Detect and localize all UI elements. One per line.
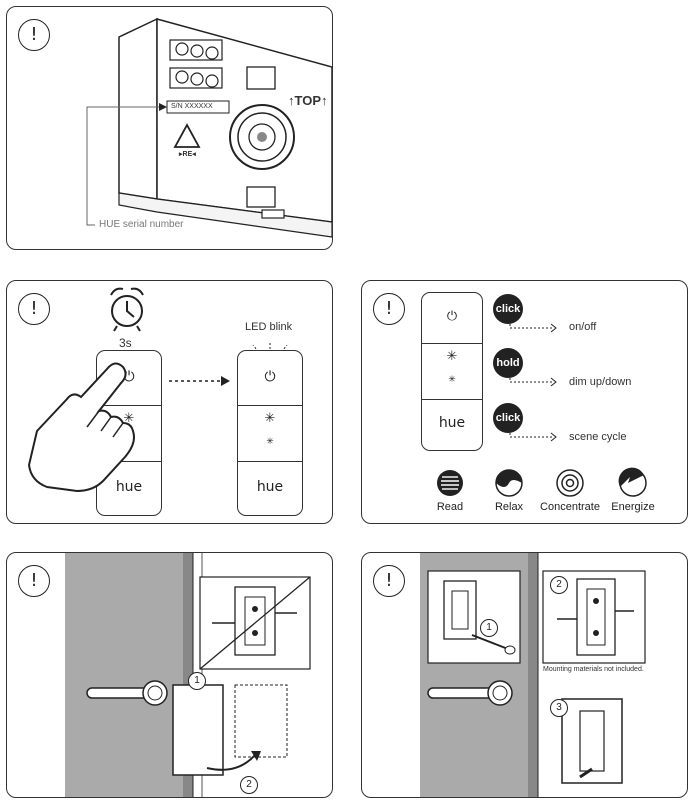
relax-icon — [495, 469, 523, 497]
mode-concentrate-label: Concentrate — [540, 501, 600, 513]
alarm-clock-icon — [110, 287, 144, 332]
wall-mount-illustration — [420, 553, 646, 797]
hue-button[interactable]: hue — [256, 479, 284, 495]
panel-reset: ! 3s LED blink ⏻ ✳ ✳ hue ⏻ — [6, 280, 333, 524]
panel-serial-number: ! S/N XXXXXX ↑TOP↑ ▸RE◂ HUE serial numbe… — [6, 6, 333, 250]
brighten-icon: ✳ — [123, 411, 135, 426]
hue-button[interactable]: hue — [438, 415, 466, 431]
remote-after: ⏻ ✳ ✳ hue — [237, 350, 303, 516]
serial-caption: HUE serial number — [99, 219, 184, 230]
serial-tag: S/N XXXXXX — [171, 103, 213, 110]
click-badge: click — [493, 403, 523, 433]
warning-icon: ! — [18, 293, 50, 325]
mode-read-label: Read — [436, 501, 464, 513]
panel-wall-placement: ! 1 2 — [6, 552, 333, 798]
energize-icon — [618, 467, 647, 497]
hold-badge: hold — [493, 348, 523, 378]
dim-icon: ✳ — [266, 437, 274, 447]
action-dim: dim up/down — [569, 376, 632, 388]
click-badge: click — [493, 294, 523, 324]
step-2-marker: 2 — [550, 576, 568, 594]
warning-icon: ! — [373, 293, 405, 325]
remote-guide: ⏻ ✳ ✳ hue — [421, 292, 483, 451]
action-scene-cycle: scene cycle — [569, 431, 627, 443]
dim-icon: ✳ — [448, 375, 456, 385]
power-button[interactable]: ⏻ — [422, 293, 482, 344]
bridge-illustration — [86, 17, 332, 238]
wall-placement-illustration — [65, 553, 311, 797]
timer-label: 3s — [119, 336, 132, 350]
step-2-marker: 2 — [240, 776, 258, 794]
power-button[interactable]: ⏻ — [97, 351, 161, 406]
step-1-marker: 1 — [480, 619, 498, 637]
concentrate-icon — [556, 469, 584, 497]
action-on-off: on/off — [569, 321, 597, 333]
panel-controls: ! ⏻ ✳ ✳ hue click on/off hold dim up/dow… — [361, 280, 688, 524]
read-icon — [437, 470, 463, 496]
warning-icon: ! — [18, 19, 50, 51]
recycle-marking: ▸RE◂ — [179, 151, 196, 158]
dimmer-button[interactable]: ✳ ✳ — [422, 343, 482, 400]
led-blink-label: LED blink — [245, 321, 293, 333]
power-button[interactable]: ⏻ — [238, 351, 302, 406]
step-3-marker: 3 — [550, 699, 568, 717]
mounting-note: Mounting materials not included. — [543, 666, 644, 673]
step-1-marker: 1 — [188, 672, 206, 690]
warning-icon: ! — [18, 565, 50, 597]
warning-icon: ! — [373, 565, 405, 597]
mode-relax-label: Relax — [494, 501, 524, 513]
reset-illustration — [110, 287, 297, 386]
hand-pointer-icon — [27, 362, 135, 493]
mode-energize-label: Energize — [611, 501, 655, 513]
brighten-icon: ✳ — [264, 411, 276, 426]
panel-wall-mount: ! 1 2 Mounting materials not included. 3 — [361, 552, 688, 798]
hue-button[interactable]: hue — [115, 479, 143, 495]
brighten-icon: ✳ — [446, 349, 458, 364]
top-marking: ↑TOP↑ — [288, 93, 328, 108]
dimmer-button[interactable]: ✳ ✳ — [238, 405, 302, 462]
